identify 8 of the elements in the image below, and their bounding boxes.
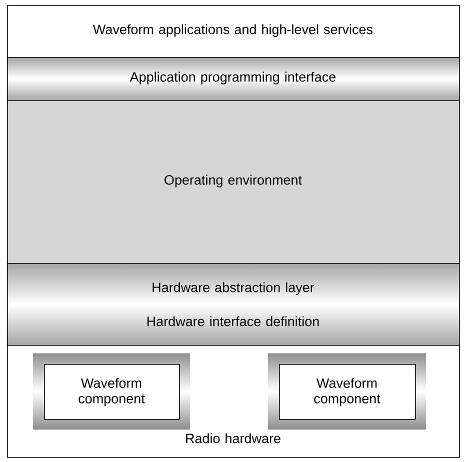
layer-label: Operating environment (164, 174, 302, 188)
layer-label: Hardware abstraction layer (152, 282, 314, 295)
layer-label: Hardware interface definition (147, 316, 319, 326)
component-label: Waveform component (78, 378, 145, 406)
layer-label: Radio hardware (186, 433, 280, 444)
component-label: Waveform component (314, 378, 380, 406)
layer-label: Waveform applications and high-level services (93, 24, 373, 37)
layer-label: Application programming interface (130, 72, 336, 84)
